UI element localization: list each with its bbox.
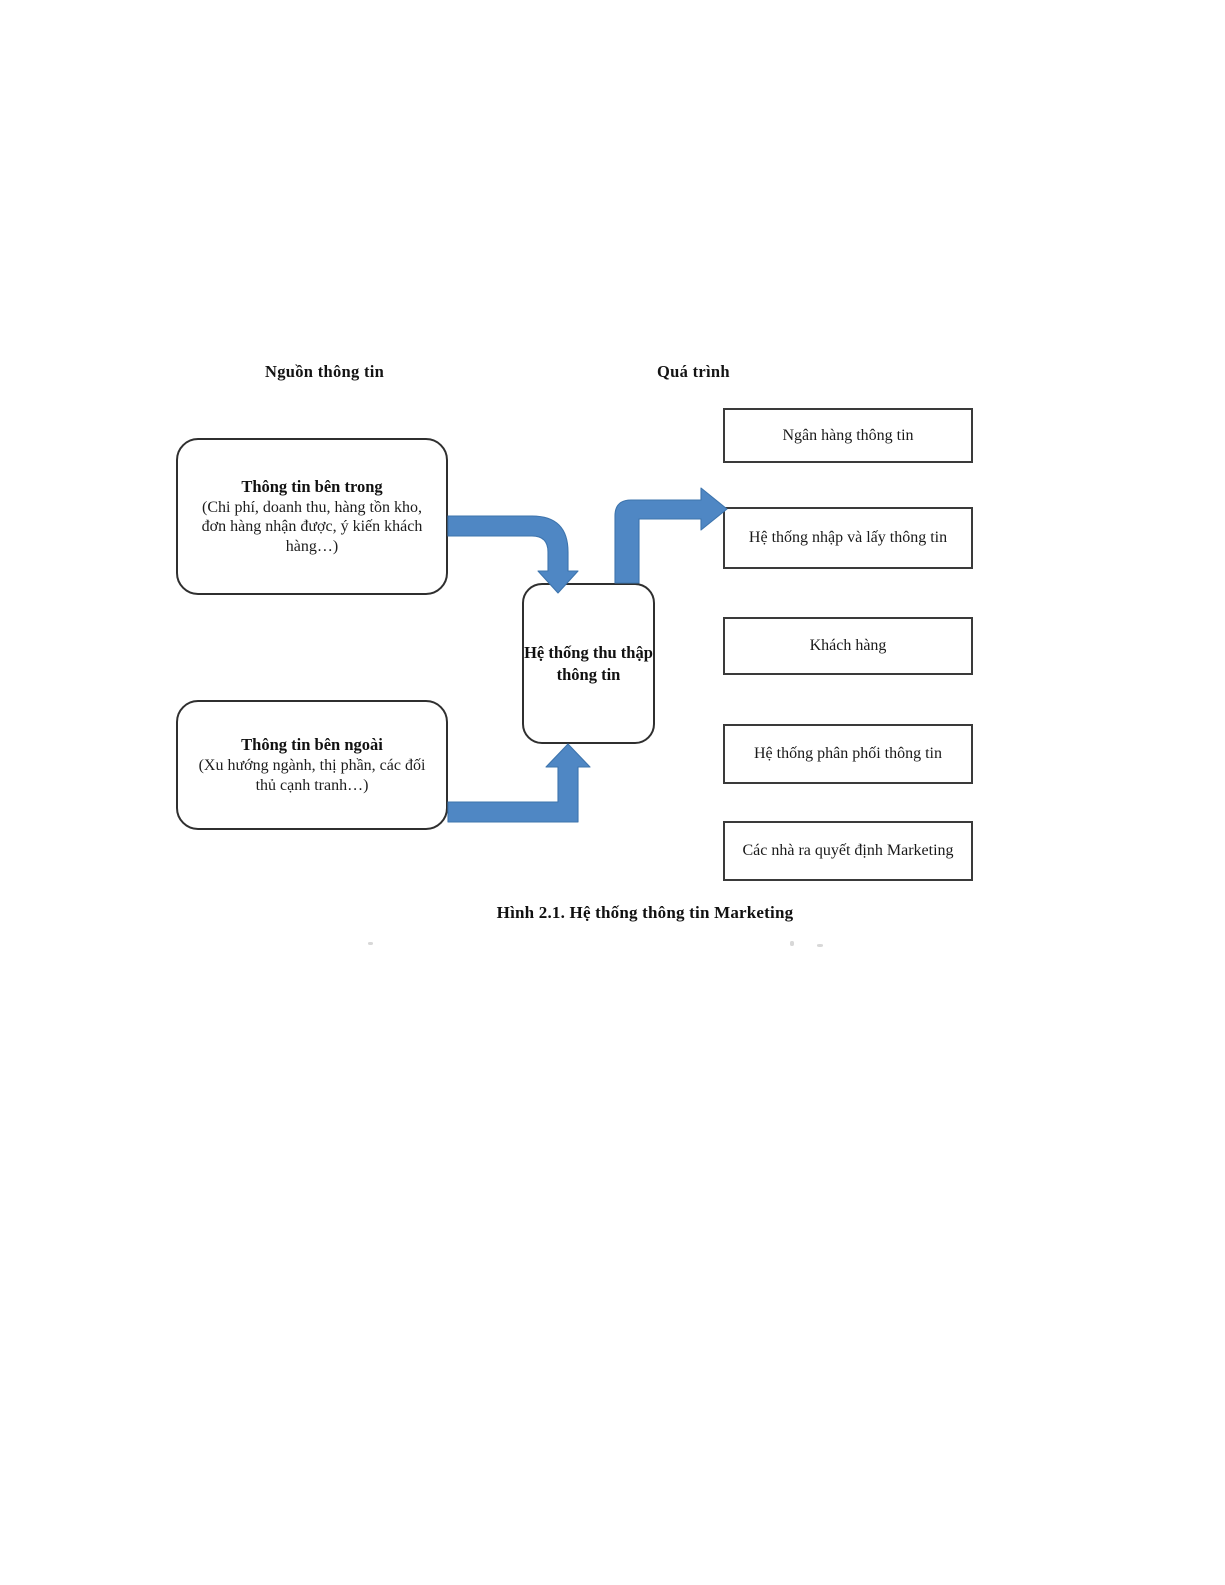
arrow-collect-to-io xyxy=(614,487,728,584)
source-box-internal: Thông tin bên trong (Chi phí, doanh thu,… xyxy=(176,438,448,595)
center-box-label: Hệ thống thu thập thông tin xyxy=(524,642,653,684)
source-box-internal-detail: (Chi phí, doanh thu, hàng tồn kho, đơn h… xyxy=(201,499,423,555)
arrow-external-to-collect xyxy=(447,743,591,823)
figure-marketing-information-system: Nguồn thông tin Quá trình Thông tin bên … xyxy=(145,355,1145,955)
process-box-information-bank: Ngân hàng thông tin xyxy=(723,408,973,463)
source-box-internal-title: Thông tin bên trong xyxy=(241,477,383,497)
process-box-distribution-system: Hệ thống phân phối thông tin xyxy=(723,724,973,784)
arrow-internal-to-collect xyxy=(447,515,579,594)
scan-artifact xyxy=(790,941,794,946)
scan-artifact xyxy=(368,942,373,945)
process-box-customer: Khách hàng xyxy=(723,617,973,675)
scan-artifact xyxy=(817,944,823,947)
source-box-external-title: Thông tin bên ngoài xyxy=(241,735,383,755)
source-box-external-detail: (Xu hướng ngành, thị phần, các đối thủ c… xyxy=(198,757,426,794)
center-box-collection-system: Hệ thống thu thập thông tin xyxy=(522,583,655,744)
process-box-input-retrieval-system: Hệ thống nhập và lấy thông tin xyxy=(723,507,973,569)
source-box-external: Thông tin bên ngoài (Xu hướng ngành, thị… xyxy=(176,700,448,830)
process-box-marketing-decision-makers: Các nhà ra quyết định Marketing xyxy=(723,821,973,881)
column-header-source: Nguồn thông tin xyxy=(265,362,385,381)
figure-caption: Hình 2.1. Hệ thống thông tin Marketing xyxy=(496,903,794,922)
column-header-process: Quá trình xyxy=(657,362,730,381)
